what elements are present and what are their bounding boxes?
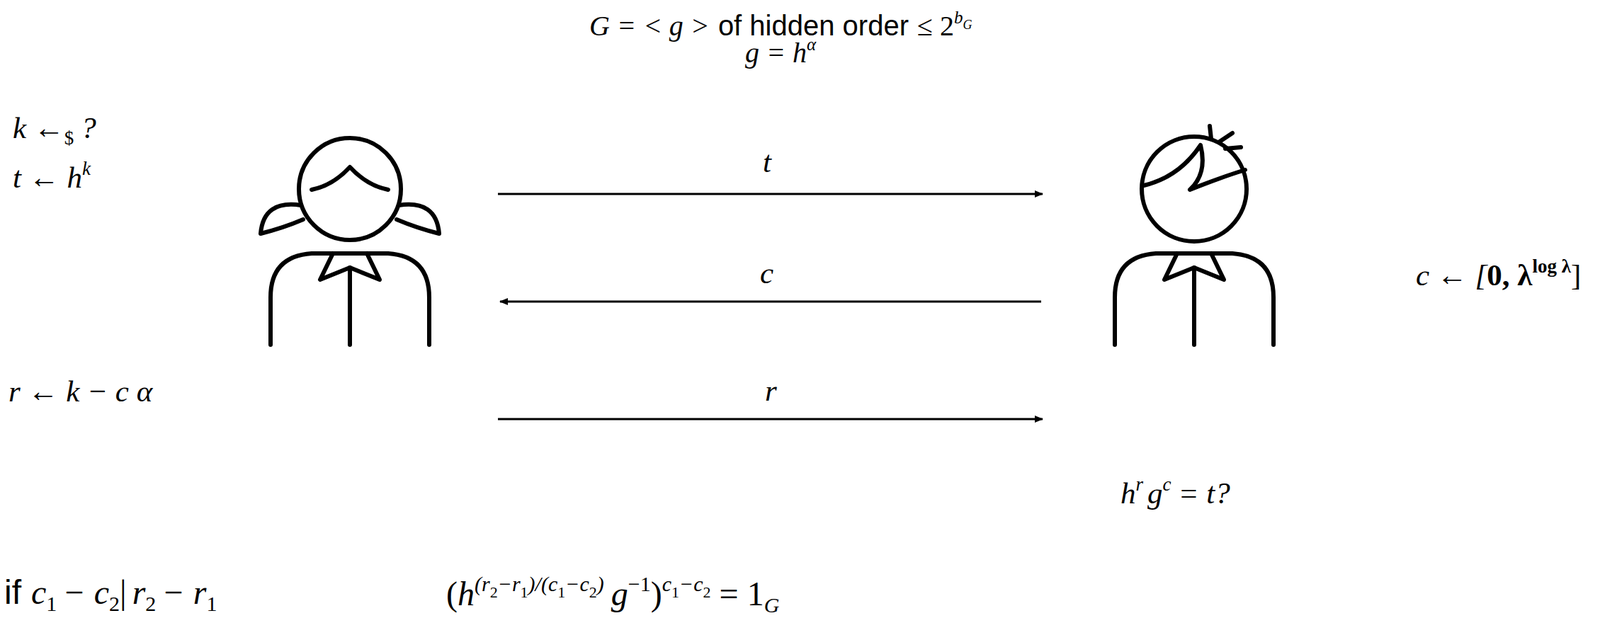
math-text: g = h (745, 38, 807, 68)
math-text: c (759, 257, 774, 289)
math-text: k ← (12, 112, 65, 144)
message-arrow (497, 418, 1043, 421)
math-line: k ←$? (12, 112, 97, 149)
math-superscript: r (1136, 475, 1144, 495)
math-superscript: −c (565, 573, 590, 595)
math-superscript: c (662, 573, 672, 595)
math-text: r ← k − c α (8, 376, 153, 407)
math-text: if (4, 575, 22, 610)
math-line: G = < g >of hidden order≤ 2bG (589, 8, 972, 41)
math-superscript: log λ (1532, 257, 1571, 277)
math-text: − c (62, 575, 110, 610)
math-superscript: −r (497, 573, 521, 595)
math-text: h (1120, 478, 1137, 509)
math-text: = 1 (719, 577, 765, 612)
prover-figure (260, 138, 440, 345)
math-superscript: 1 (557, 585, 566, 601)
math-subscript: 2 (109, 593, 120, 615)
math-line: c ← [0, λlog λ] (1415, 257, 1581, 291)
math-superscript: b (954, 8, 964, 27)
math-line: t ← hk (12, 159, 91, 193)
math-text: = t? (1178, 478, 1231, 509)
math-superscript: )/(c (528, 573, 559, 595)
math-text: | (119, 575, 127, 610)
math-text: r (132, 575, 146, 610)
math-text: ( (446, 577, 458, 612)
math-text: g (611, 577, 629, 612)
math-subscript: 2 (145, 593, 156, 615)
math-line: t (762, 146, 772, 178)
math-line: (h(r2−r1)/(c1−c2)g−1)c1−c2= 1G (446, 573, 780, 617)
math-text: ] (1570, 259, 1581, 291)
math-subscript: G (764, 594, 780, 617)
math-line: g = hα (745, 35, 816, 68)
message-arrow (497, 193, 1043, 196)
math-text: ) (650, 577, 663, 612)
math-superscript: −1 (628, 573, 651, 595)
math-superscript: (r (474, 573, 491, 595)
math-subscript: 1 (46, 593, 57, 615)
math-superscript: c (1162, 475, 1172, 495)
math-text: G = < g > (589, 12, 710, 41)
message-arrow (500, 301, 1042, 304)
math-text: t (762, 146, 772, 178)
math-text: 0, λ (1486, 259, 1533, 291)
math-superscript: α (806, 35, 816, 54)
math-superscript: 1 (520, 585, 529, 601)
math-text: c (31, 575, 47, 610)
math-superscript: 2 (589, 585, 598, 601)
math-superscript: 2 (703, 585, 712, 601)
math-line: ifc1− c2|r2− r1 (4, 575, 217, 615)
math-superscript: G (962, 18, 972, 32)
math-text: c ← [ (1415, 259, 1487, 291)
math-subscript: $ (64, 128, 75, 149)
verifier-figure (1114, 126, 1274, 345)
message-arrows (497, 194, 1043, 420)
math-text: ≤ 2 (917, 12, 955, 41)
math-line: r (764, 375, 777, 406)
math-superscript: k (82, 159, 91, 179)
math-text: r (764, 375, 777, 406)
math-text: ? (80, 112, 97, 144)
math-superscript: −c (679, 573, 704, 595)
math-subscript: 1 (206, 593, 217, 615)
math-superscript: 2 (490, 585, 498, 601)
math-text: g (1147, 478, 1163, 509)
math-superscript: ) (597, 573, 605, 595)
math-line: c (759, 257, 774, 289)
math-text: h (457, 577, 475, 612)
math-superscript: 1 (671, 585, 680, 601)
math-line: hrgc = t? (1120, 475, 1231, 509)
math-line: r ← k − c α (8, 376, 153, 407)
math-text: t ← h (12, 162, 83, 193)
math-text: − r (161, 575, 207, 610)
